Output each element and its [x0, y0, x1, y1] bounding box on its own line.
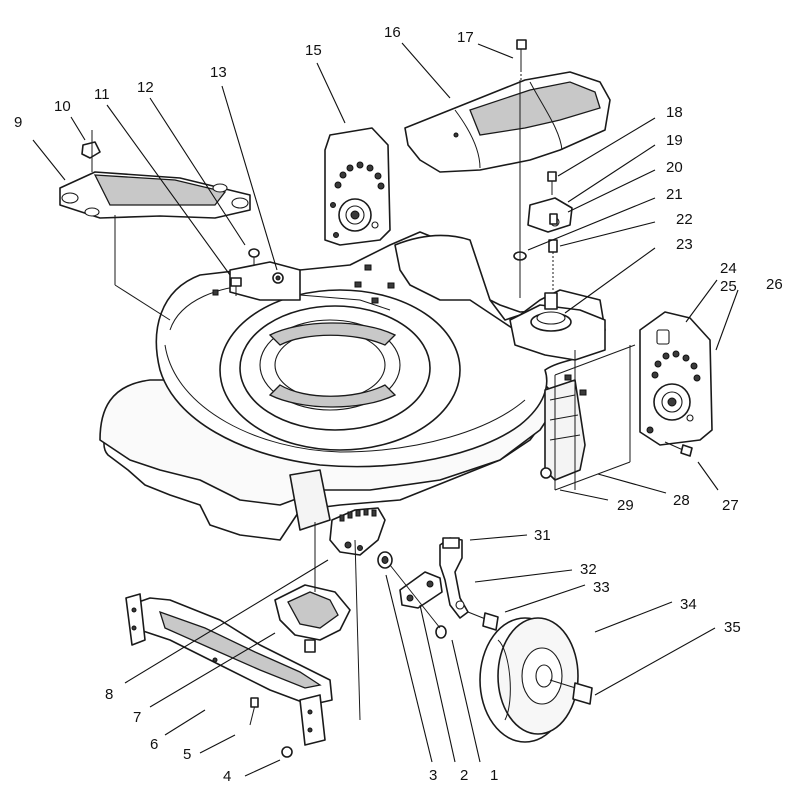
adjuster-teeth — [339, 508, 377, 522]
callout-24: 24 — [720, 260, 737, 277]
callout-35: 35 — [724, 619, 741, 636]
callout-16: 16 — [384, 24, 401, 41]
callout-18: 18 — [666, 104, 683, 121]
front-skirt-6 — [125, 593, 333, 746]
arm-31-32 — [439, 537, 469, 619]
mower-deck — [99, 231, 606, 541]
bolt-22 — [548, 239, 558, 292]
wheel-34 — [479, 617, 579, 743]
callout-28: 28 — [673, 492, 690, 509]
callout-3: 3 — [429, 767, 437, 784]
callout-11: 11 — [94, 86, 110, 103]
front-bracket-9 — [59, 171, 251, 219]
callout-32: 32 — [580, 561, 597, 578]
callout-5: 5 — [183, 746, 191, 763]
bracket-19-20 — [527, 197, 573, 233]
callout-33: 33 — [593, 579, 610, 596]
deck-holes — [212, 264, 587, 396]
washer-3 — [377, 551, 393, 569]
plate-15-holes — [334, 161, 385, 190]
callout-34: 34 — [680, 596, 697, 613]
leader-lines — [32, 42, 739, 777]
nut-13 — [272, 272, 284, 284]
nut-4 — [281, 746, 293, 758]
callout-23: 23 — [676, 236, 693, 253]
callout-20: 20 — [666, 159, 683, 176]
bolt-11 — [230, 277, 242, 296]
height-adjuster-8 — [329, 507, 386, 556]
nut-29 — [540, 467, 552, 479]
callout-26: 26 — [766, 276, 783, 293]
callout-2: 2 — [460, 767, 468, 784]
callout-31: 31 — [534, 527, 551, 544]
rear-cover-16 — [404, 71, 611, 173]
callout-9: 9 — [14, 114, 22, 131]
callout-21: 21 — [666, 186, 683, 203]
bolt-17 — [516, 39, 527, 80]
callout-22: 22 — [676, 211, 693, 228]
callout-10: 10 — [54, 98, 71, 115]
callout-1: 1 — [490, 767, 498, 784]
nut-10 — [81, 130, 101, 159]
bolt-12 — [248, 248, 260, 266]
bolt-27 — [664, 441, 693, 457]
callout-6: 6 — [150, 736, 158, 753]
bolt-33 — [467, 611, 499, 631]
callout-12: 12 — [137, 79, 154, 96]
bolt-18 — [547, 171, 557, 195]
bolt-35 — [549, 679, 593, 705]
callout-17: 17 — [457, 29, 474, 46]
callout-29: 29 — [617, 497, 634, 514]
callout-labels: 1 2 3 4 5 6 7 8 9 10 11 12 13 15 16 17 1… — [14, 24, 783, 785]
callout-13: 13 — [210, 64, 227, 81]
height-plate-15 — [324, 127, 391, 246]
pulley-23 — [530, 292, 572, 332]
plate-2 — [399, 571, 443, 609]
callout-19: 19 — [666, 132, 683, 149]
callout-7: 7 — [133, 709, 141, 726]
callout-15: 15 — [305, 42, 322, 59]
plate-24-holes — [651, 350, 701, 382]
callout-4: 4 — [223, 768, 231, 785]
height-plate-24-25 — [639, 311, 713, 446]
washer-1 — [435, 625, 447, 639]
callout-8: 8 — [105, 686, 113, 703]
callout-27: 27 — [722, 497, 739, 514]
callout-25: 25 — [720, 278, 737, 295]
assembly-lines — [91, 80, 636, 721]
bolt-5 — [249, 697, 259, 726]
flap-7 — [274, 584, 351, 653]
